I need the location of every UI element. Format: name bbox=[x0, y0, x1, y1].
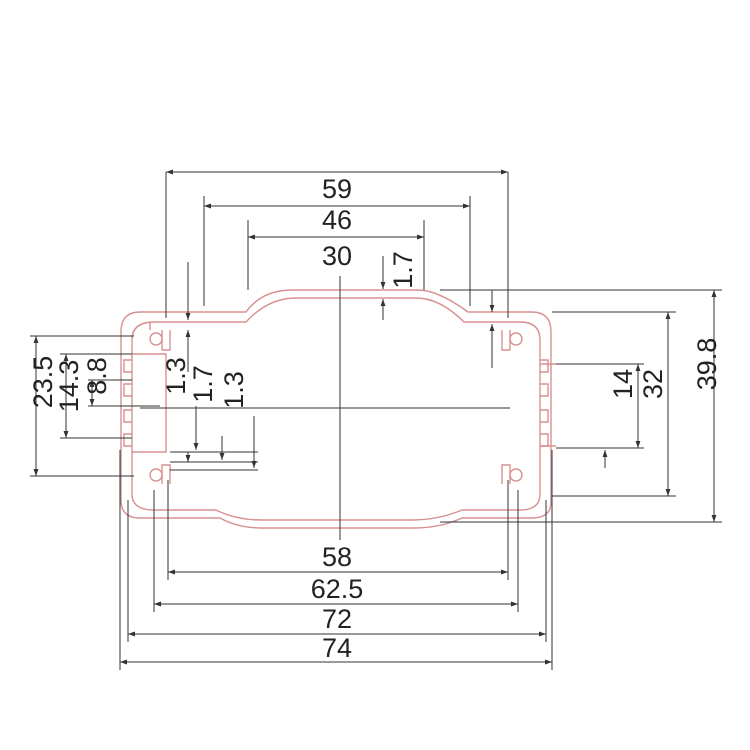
screw-boss-top-right bbox=[509, 332, 523, 346]
dim-inner-1-7-label: 1.7 bbox=[188, 365, 218, 403]
dim-62-5-label: 62.5 bbox=[311, 574, 364, 604]
dim-74-label: 74 bbox=[322, 633, 352, 663]
dim-14-3-label: 14.3 bbox=[54, 360, 84, 413]
screw-boss-bottom-left bbox=[149, 468, 163, 482]
dim-inner-1-3-a-label: 1.3 bbox=[161, 357, 191, 395]
screw-boss-bottom-right bbox=[509, 468, 523, 482]
slot-top-left bbox=[149, 322, 171, 351]
dim-8-8-label: 8.8 bbox=[82, 357, 112, 395]
slot-bottom-right bbox=[501, 464, 511, 484]
slot-bottom-left bbox=[161, 464, 171, 484]
dim-23-5-label: 23.5 bbox=[28, 356, 58, 409]
profile-outer-contour bbox=[120, 289, 552, 529]
right-side-grooves bbox=[540, 359, 549, 447]
dimension-lines bbox=[30, 169, 722, 670]
left-side-grooves bbox=[123, 359, 132, 447]
profile-inner-contour bbox=[131, 297, 541, 521]
enclosure-profile bbox=[120, 289, 556, 529]
dim-59-label: 59 bbox=[322, 174, 352, 204]
dimension-labels: 59 46 30 1.7 23.5 14.3 8.8 1.3 1.7 1.3 1… bbox=[28, 174, 722, 663]
dim-14-label: 14 bbox=[608, 369, 638, 399]
right-rail bbox=[540, 363, 556, 447]
dim-top-1-7-label: 1.7 bbox=[388, 251, 418, 289]
dim-39-8-label: 39.8 bbox=[692, 338, 722, 391]
dim-30-label: 30 bbox=[322, 241, 352, 271]
dim-inner-1-3-b-label: 1.3 bbox=[219, 371, 249, 409]
dim-32-label: 32 bbox=[638, 369, 668, 399]
dim-46-label: 46 bbox=[322, 205, 352, 235]
slot-top-right bbox=[501, 330, 511, 351]
screw-boss-top-left bbox=[149, 332, 163, 346]
dim-72-label: 72 bbox=[322, 604, 352, 634]
dim-58-label: 58 bbox=[322, 542, 352, 572]
left-rail bbox=[132, 353, 167, 453]
